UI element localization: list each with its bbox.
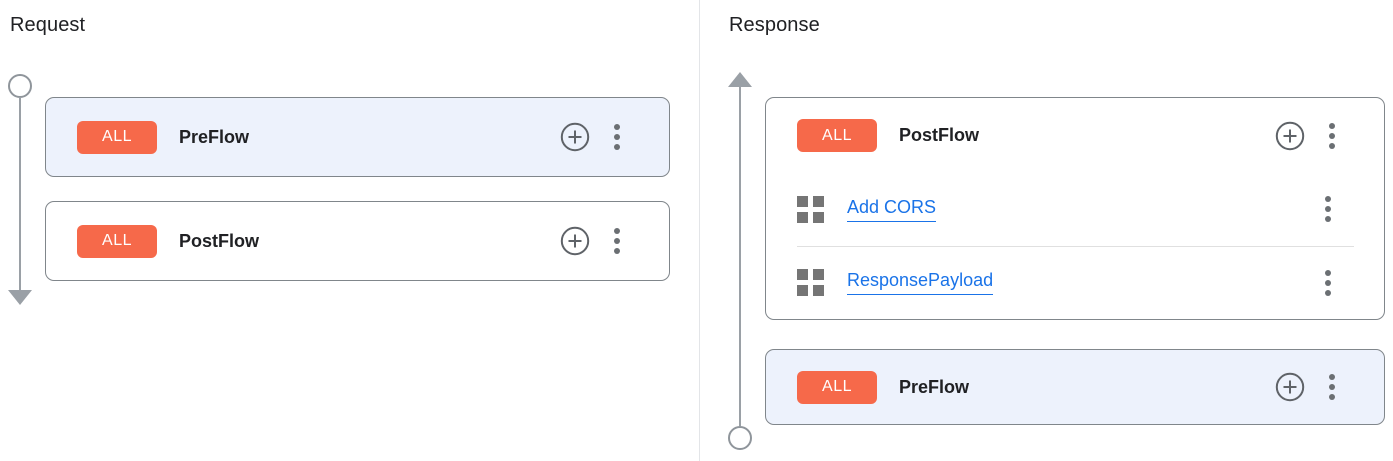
more-options-button[interactable] [1320,122,1344,150]
response-postflow-card[interactable]: ALL PostFlow Add CORS [765,97,1385,320]
panel-divider [699,0,700,461]
more-vert-icon [1325,269,1331,296]
request-preflow-card[interactable]: ALL PreFlow [45,97,670,177]
add-policy-button[interactable] [559,121,591,153]
policy-grid-icon [797,195,824,223]
response-timeline-arrow-up-icon [728,72,752,87]
more-options-button[interactable] [605,123,629,151]
condition-all-badge: ALL [77,224,157,258]
card-header: ALL PreFlow [46,98,669,176]
add-circle-icon [560,122,590,152]
flow-name: PreFlow [179,126,250,147]
condition-all-badge: ALL [77,120,157,154]
add-circle-icon [1275,372,1305,402]
policy-grid-icon [797,269,824,297]
request-timeline-arrow-down-icon [8,290,32,305]
card-header: ALL PostFlow [766,98,1384,173]
add-policy-button[interactable] [1274,371,1306,403]
card-header: ALL PostFlow [46,202,669,280]
more-vert-icon [1325,196,1331,223]
policy-more-options-button[interactable] [1316,195,1340,223]
add-circle-icon [1275,121,1305,150]
condition-all-badge: ALL [797,370,877,404]
more-options-button[interactable] [605,227,629,255]
flow-name: PostFlow [899,125,979,146]
policy-row-responsepayload: ResponsePayload [766,247,1384,319]
request-timeline-start-circle [8,74,32,98]
policy-link-add-cors[interactable]: Add CORS [847,197,937,222]
more-vert-icon [614,124,620,150]
request-timeline-line [19,97,21,291]
more-vert-icon [1329,122,1335,149]
add-circle-icon [560,226,590,256]
request-postflow-card[interactable]: ALL PostFlow [45,201,670,281]
response-panel-title: Response [729,14,820,36]
flow-name: PostFlow [179,230,259,251]
add-policy-button[interactable] [559,225,591,257]
policy-row-divider [797,245,1354,247]
more-vert-icon [1329,374,1335,400]
request-panel-title: Request [10,14,86,36]
response-timeline-line [739,87,741,426]
card-header: ALL PreFlow [766,350,1384,424]
policy-more-options-button[interactable] [1316,269,1340,297]
response-timeline-end-circle [728,426,752,450]
flow-name: PreFlow [899,376,970,397]
more-options-button[interactable] [1320,373,1344,401]
policy-link-responsepayload[interactable]: ResponsePayload [847,270,994,296]
add-policy-button[interactable] [1274,120,1306,152]
response-preflow-card[interactable]: ALL PreFlow [765,349,1385,425]
more-vert-icon [614,228,620,254]
condition-all-badge: ALL [797,119,877,153]
policy-row-add-cors: Add CORS [766,173,1384,245]
